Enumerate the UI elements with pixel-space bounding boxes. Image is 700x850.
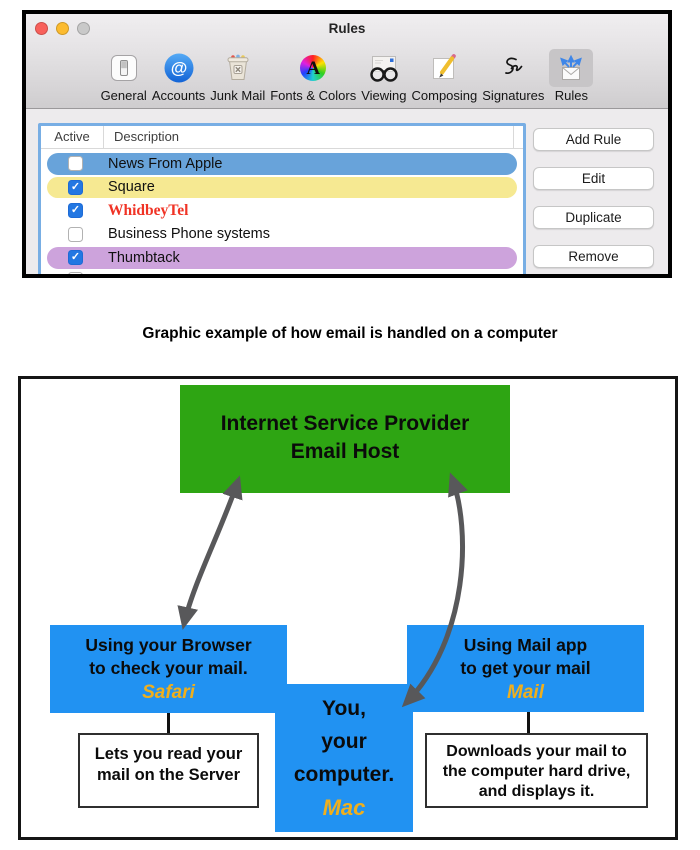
toolbar-item-label: Signatures bbox=[482, 88, 545, 103]
switch-icon bbox=[102, 49, 146, 87]
toolbar-item-fonts-colors[interactable]: A Fonts & Colors bbox=[270, 49, 356, 103]
table-row[interactable]: News From Apple bbox=[41, 153, 523, 175]
rule-description: Business Phone systems bbox=[108, 226, 270, 243]
toolbar-item-label: Viewing bbox=[361, 88, 407, 103]
active-checkbox[interactable] bbox=[68, 226, 83, 242]
toolbar-item-label: Accounts bbox=[151, 88, 206, 103]
toolbar-item-signatures[interactable]: Signatures bbox=[482, 49, 544, 103]
mail-preferences-window: Rules General bbox=[22, 10, 672, 278]
isp-email-host-box: Internet Service Provider Email Host bbox=[180, 385, 510, 493]
add-rule-button[interactable]: Add Rule bbox=[533, 128, 654, 151]
email-flow-diagram: Internet Service Provider Email Host Usi… bbox=[18, 376, 678, 840]
mail-note-line1: Downloads your mail to bbox=[446, 743, 627, 760]
trash-basket-icon bbox=[216, 49, 260, 87]
rule-description: Square bbox=[108, 179, 155, 196]
rule-description: WhidbeyTel bbox=[108, 201, 189, 219]
row-highlight-pill bbox=[47, 247, 517, 269]
close-button[interactable] bbox=[35, 22, 48, 35]
active-checkbox[interactable] bbox=[68, 271, 83, 274]
toolbar-item-label: General bbox=[100, 88, 147, 103]
toolbar-item-composing[interactable]: Composing bbox=[411, 49, 478, 103]
mail-note-connector bbox=[527, 712, 530, 734]
figure-caption: Graphic example of how email is handled … bbox=[142, 325, 558, 342]
rainbow-letter-icon: A bbox=[291, 49, 335, 87]
table-row-partial[interactable] bbox=[41, 271, 523, 274]
your-computer-box: You, your computer. Mac bbox=[275, 684, 413, 832]
edit-button[interactable]: Edit bbox=[533, 167, 654, 190]
remove-button[interactable]: Remove bbox=[533, 245, 654, 268]
svg-text:@: @ bbox=[170, 59, 187, 78]
computer-line2: your bbox=[321, 730, 367, 753]
column-header-active[interactable]: Active bbox=[41, 126, 104, 148]
table-row[interactable]: ✓ Thumbtack bbox=[41, 247, 523, 269]
row-highlight-pill bbox=[47, 176, 517, 198]
table-row[interactable]: ✓ Square bbox=[41, 176, 523, 198]
traffic-lights bbox=[35, 22, 90, 35]
browser-box: Using your Browser to check your mail. S… bbox=[50, 625, 287, 713]
mac-app-label: Mac bbox=[322, 795, 366, 820]
mail-app-label: Mail bbox=[507, 682, 544, 703]
active-checkbox[interactable] bbox=[68, 156, 83, 171]
browser-line1: Using your Browser bbox=[85, 635, 252, 655]
browser-note-line1: Lets you read your bbox=[94, 745, 243, 763]
toolbar-item-viewing[interactable]: Viewing bbox=[361, 49, 407, 103]
envelope-arrows-icon bbox=[549, 49, 594, 87]
mail-line1: Using Mail app bbox=[463, 635, 588, 655]
active-checkbox[interactable]: ✓ bbox=[68, 203, 83, 218]
toolbar-item-label: Rules bbox=[554, 88, 589, 103]
mail-note-line2: the computer hard drive, bbox=[442, 763, 631, 780]
toolbar-item-accounts[interactable]: @ Accounts bbox=[152, 49, 205, 103]
minimize-button[interactable] bbox=[56, 22, 69, 35]
preferences-toolbar: General @ Accounts bbox=[26, 42, 668, 108]
rule-description: Thumbtack bbox=[108, 249, 180, 266]
mail-note-box: Downloads your mail to the computer hard… bbox=[425, 733, 648, 808]
active-checkbox[interactable]: ✓ bbox=[68, 250, 83, 265]
zoom-button[interactable] bbox=[77, 22, 90, 35]
mail-note-line3: and displays it. bbox=[478, 783, 595, 800]
window-chrome: Rules General bbox=[26, 14, 668, 109]
toolbar-item-general[interactable]: General bbox=[101, 49, 147, 103]
column-header-description[interactable]: Description bbox=[114, 129, 180, 144]
header-separator bbox=[513, 126, 514, 148]
mail-line2: to get your mail bbox=[460, 658, 591, 678]
row-highlight-pill bbox=[47, 153, 517, 175]
toolbar-item-junk-mail[interactable]: Junk Mail bbox=[210, 49, 265, 103]
browser-isp-arrow bbox=[177, 475, 243, 630]
isp-line1: Internet Service Provider bbox=[220, 412, 470, 435]
table-header: Active Description bbox=[41, 126, 523, 149]
browser-note-connector bbox=[167, 713, 170, 734]
computer-line1: You, bbox=[322, 697, 366, 720]
table-row[interactable]: ✓ WhidbeyTel bbox=[41, 200, 523, 222]
at-circle-icon: @ bbox=[157, 49, 201, 87]
duplicate-button[interactable]: Duplicate bbox=[533, 206, 654, 229]
table-row[interactable]: Business Phone systems bbox=[41, 224, 523, 246]
signature-icon bbox=[491, 49, 535, 87]
rules-list: Active Description News From Apple ✓ Squ… bbox=[38, 123, 526, 274]
isp-line2: Email Host bbox=[290, 440, 400, 463]
glasses-envelope-icon bbox=[362, 49, 406, 87]
rule-description: News From Apple bbox=[108, 155, 223, 172]
browser-note-box: Lets you read your mail on the Server bbox=[78, 733, 259, 808]
toolbar-item-label: Fonts & Colors bbox=[270, 88, 357, 103]
toolbar-item-rules[interactable]: Rules bbox=[549, 49, 594, 103]
browser-note-line2: mail on the Server bbox=[96, 766, 241, 784]
mail-app-box: Using Mail app to get your mail Mail bbox=[407, 625, 644, 712]
browser-line2: to check your mail. bbox=[89, 658, 248, 678]
toolbar-item-label: Composing bbox=[411, 88, 478, 103]
safari-app-label: Safari bbox=[142, 682, 195, 703]
toolbar-item-label: Junk Mail bbox=[210, 88, 266, 103]
window-title: Rules bbox=[328, 21, 366, 36]
pencil-page-icon bbox=[422, 49, 466, 87]
computer-line3: computer. bbox=[293, 763, 395, 786]
active-checkbox[interactable]: ✓ bbox=[68, 179, 83, 195]
